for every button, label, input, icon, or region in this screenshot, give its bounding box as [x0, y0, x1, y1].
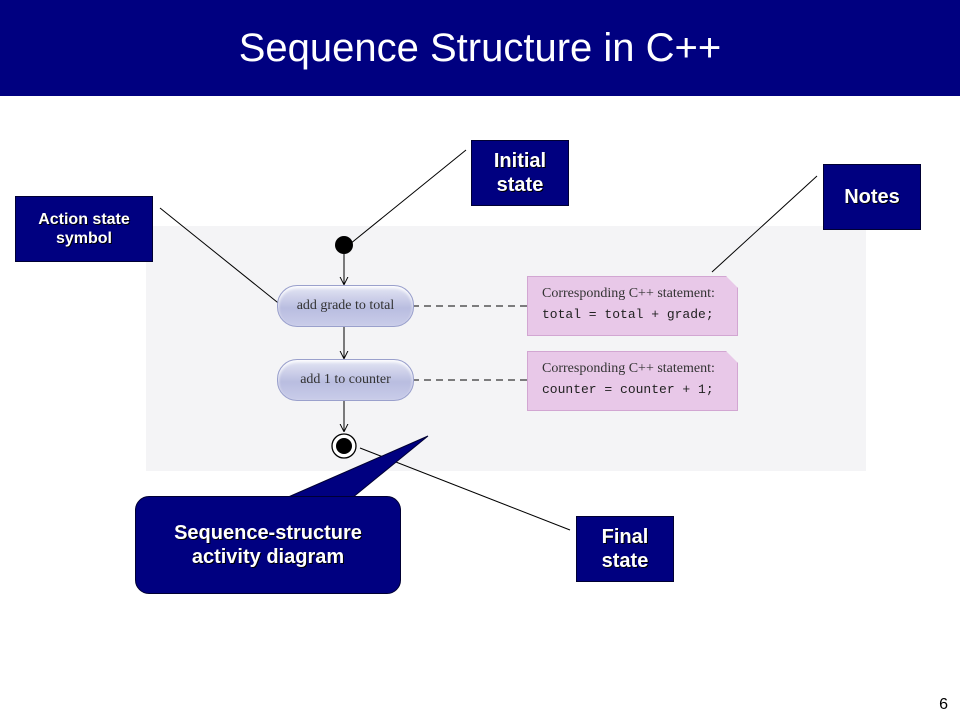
callout-text: Initial state	[493, 150, 547, 196]
page-number: 6	[939, 696, 948, 713]
note-heading: Corresponding C++ statement:	[542, 286, 715, 301]
notes-pointer	[711, 175, 818, 273]
callout-text: Notes	[844, 186, 900, 208]
note-heading: Corresponding C++ statement:	[542, 361, 715, 376]
callout-final-state: Final state	[576, 516, 674, 582]
action-label: add 1 to counter	[300, 372, 391, 387]
initial-state-pointer	[349, 149, 467, 245]
note-total-statement: Corresponding C++ statement: total = tot…	[527, 276, 738, 336]
note-code: counter = counter + 1;	[542, 382, 714, 397]
note-counter-statement: Corresponding C++ statement: counter = c…	[527, 351, 738, 411]
title-bar: Sequence Structure in C++	[0, 0, 960, 96]
initial-state-node	[335, 236, 353, 254]
bubble-tail	[285, 435, 429, 499]
action-label: add grade to total	[296, 298, 395, 313]
note-code: total = total + grade;	[542, 307, 714, 322]
action-symbol-pointer	[159, 207, 283, 307]
diagram-panel	[146, 226, 866, 471]
final-state-node-dot	[336, 438, 352, 454]
callout-initial-state: Initial state	[471, 140, 569, 206]
callout-notes: Notes	[823, 164, 921, 230]
callout-text: Action state symbol	[38, 210, 130, 247]
callout-diagram-caption: Sequence-structure activity diagram	[135, 496, 401, 594]
action-state-add-grade: add grade to total	[277, 285, 414, 327]
slide-title: Sequence Structure in C++	[238, 25, 722, 70]
callout-action-state-symbol: Action state symbol	[15, 196, 153, 262]
callout-text: Sequence-structure activity diagram	[174, 522, 362, 568]
callout-text: Final state	[601, 526, 649, 572]
action-state-add-counter: add 1 to counter	[277, 359, 414, 401]
